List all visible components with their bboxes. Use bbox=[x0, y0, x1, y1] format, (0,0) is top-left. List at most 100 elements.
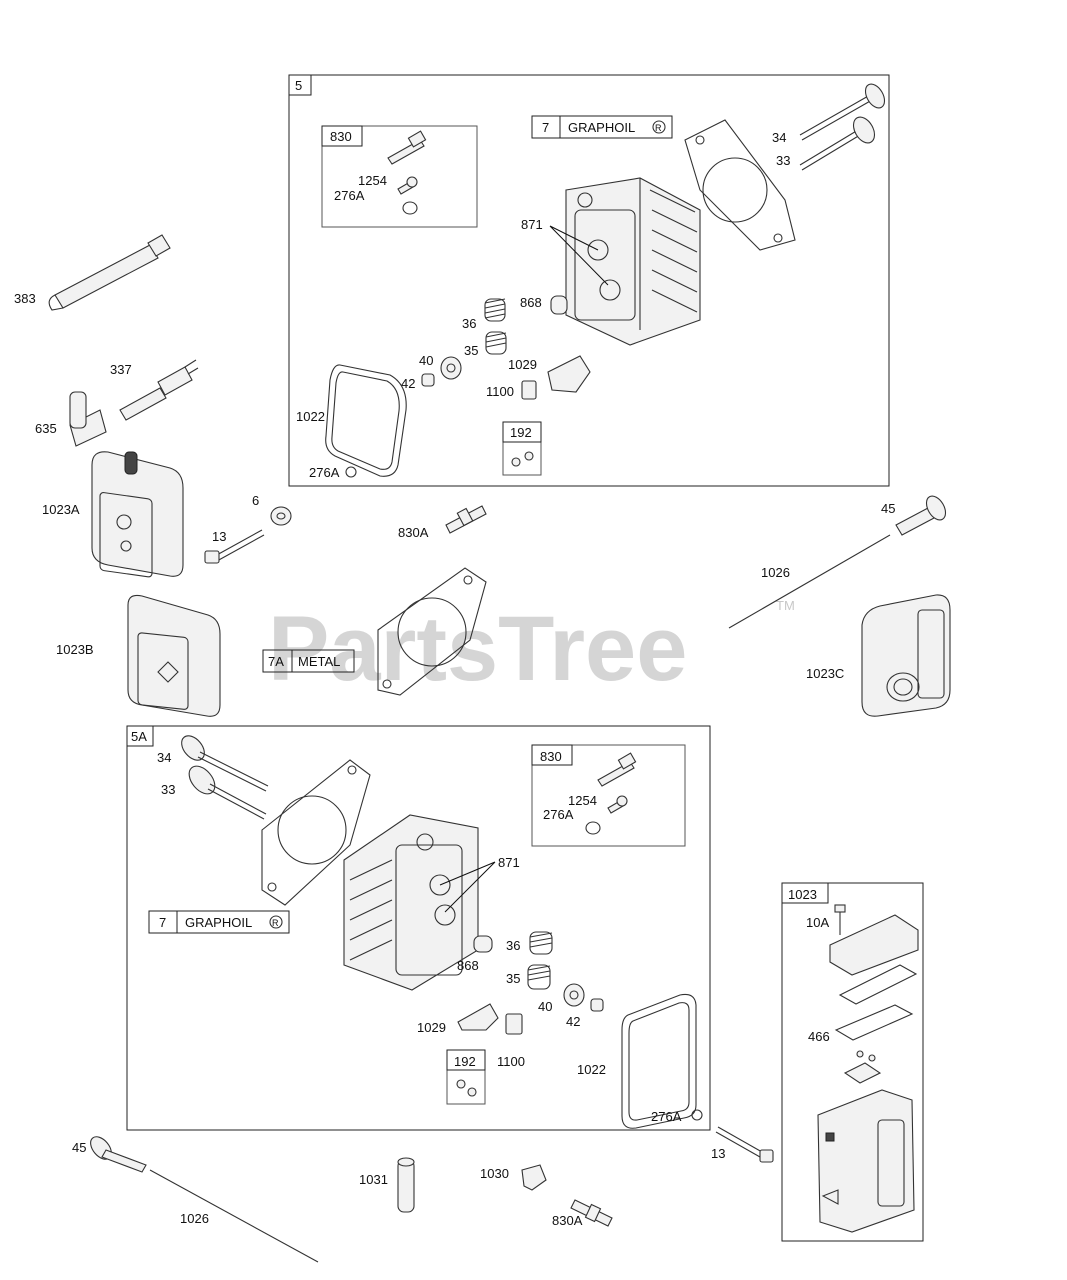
part-36-top-label: 36 bbox=[462, 316, 476, 331]
rocker-1029-top-icon bbox=[547, 355, 591, 393]
rocker-1029-bottom-icon bbox=[457, 1003, 499, 1031]
part-10a-label: 10A bbox=[806, 915, 829, 930]
part-6-label: 6 bbox=[252, 493, 259, 508]
part-383-label: 383 bbox=[14, 291, 36, 306]
spring-36-top-icon bbox=[484, 298, 506, 322]
washer-6-icon bbox=[270, 506, 292, 526]
retainer-42-bottom-icon bbox=[590, 998, 604, 1012]
pin-1031-icon bbox=[397, 1157, 415, 1213]
part-871-bot-label: 871 bbox=[498, 855, 520, 870]
retainer-42-top-icon bbox=[421, 373, 435, 387]
clip-1030-icon bbox=[521, 1164, 547, 1191]
svg-text:METAL: METAL bbox=[298, 654, 340, 669]
part-1023b-label: 1023B bbox=[56, 642, 94, 657]
part-276a-top-label: 276A bbox=[309, 465, 340, 480]
part-42-bot-label: 42 bbox=[566, 1014, 580, 1029]
valve-cover-1023c-icon bbox=[861, 594, 951, 717]
washer-276a-bottom-icon bbox=[691, 1109, 703, 1121]
pushrod-1026-mid-icon bbox=[728, 534, 891, 629]
part-830a-low-label: 830A bbox=[552, 1213, 583, 1228]
part-1100-top-label: 1100 bbox=[486, 384, 514, 399]
assembly-1023-box bbox=[781, 882, 924, 1242]
part-45-low-label: 45 bbox=[72, 1140, 86, 1155]
head-gasket-top-icon bbox=[684, 119, 796, 251]
part-35-bot-label: 35 bbox=[506, 971, 520, 986]
stud-830a-low-icon bbox=[570, 1199, 613, 1227]
part-1023a-label: 1023A bbox=[42, 502, 80, 517]
part-45-mid-label: 45 bbox=[881, 501, 895, 516]
spark-plug-337-icon bbox=[119, 359, 199, 421]
part-34-bot-label: 34 bbox=[157, 750, 171, 765]
part-868-top-label: 868 bbox=[520, 295, 542, 310]
spring-35-top-icon bbox=[485, 331, 507, 355]
washer-276a-top-icon bbox=[345, 466, 357, 478]
part-1030-label: 1030 bbox=[480, 1166, 509, 1181]
assembly-5-label: 5 bbox=[295, 78, 302, 93]
part-13-mid-label: 13 bbox=[212, 529, 226, 544]
part-635-label: 635 bbox=[35, 421, 57, 436]
assembly-5a-tag bbox=[126, 725, 154, 747]
spring-36-bottom-icon bbox=[529, 931, 553, 955]
valve-cover-1023-icon bbox=[817, 1089, 915, 1233]
svg-text:7: 7 bbox=[542, 120, 549, 135]
kit-192-top-tag bbox=[502, 421, 542, 443]
part-466-label: 466 bbox=[808, 1029, 830, 1044]
leader-871-bot bbox=[439, 861, 496, 913]
bolt-13-low-icon bbox=[715, 1126, 774, 1163]
part-830a-mid-label: 830A bbox=[398, 525, 429, 540]
guide-868-bottom-icon bbox=[473, 935, 493, 953]
watermark-trademark: TM bbox=[776, 598, 795, 613]
part-276a-kit-top-label: 276A bbox=[334, 188, 365, 203]
gasket-1022-top-icon bbox=[325, 364, 407, 477]
valve-33-top-icon bbox=[799, 116, 876, 171]
cylinder-head-top-icon bbox=[565, 177, 701, 346]
spring-35-bottom-icon bbox=[527, 964, 551, 990]
valve-34-top-icon bbox=[799, 83, 886, 141]
bolt-13-mid-icon bbox=[204, 529, 265, 564]
part-337-label: 337 bbox=[110, 362, 132, 377]
pin-1100-bottom-icon bbox=[505, 1013, 523, 1035]
svg-text:GRAPHOIL: GRAPHOIL bbox=[568, 120, 635, 135]
part-33-top-label: 33 bbox=[776, 153, 790, 168]
svg-text:R: R bbox=[272, 918, 279, 928]
kit-830-bottom-label: 830 bbox=[540, 749, 562, 764]
part-1023c-label: 1023C bbox=[806, 666, 844, 681]
valve-45-mid-icon bbox=[895, 495, 947, 536]
kit-830-top-tag bbox=[321, 125, 363, 147]
svg-text:R: R bbox=[655, 123, 662, 133]
assembly-5-tag bbox=[288, 74, 312, 96]
leader-871-top bbox=[549, 225, 609, 286]
kit-192-bottom-tag bbox=[446, 1049, 486, 1071]
kit-830-bottom-tag bbox=[531, 744, 573, 766]
tool-383-icon bbox=[48, 234, 171, 311]
screw-10a-icon bbox=[834, 904, 846, 935]
part-276a-kit-bot-label: 276A bbox=[543, 807, 574, 822]
part-871-top-label: 871 bbox=[521, 217, 543, 232]
graphoil-top-tag: 7 GRAPHOIL R bbox=[531, 115, 673, 139]
kit-830-top-label: 830 bbox=[330, 129, 352, 144]
part-868-bot-label: 868 bbox=[457, 958, 479, 973]
part-40-bot-label: 40 bbox=[538, 999, 552, 1014]
assembly-1023-label: 1023 bbox=[788, 887, 817, 902]
screws-466-icon bbox=[856, 1050, 876, 1062]
kit-830-bottom-box bbox=[531, 744, 686, 847]
part-1026-mid-label: 1026 bbox=[761, 565, 790, 580]
assembly-1023-tag bbox=[781, 882, 829, 904]
part-34-top-label: 34 bbox=[772, 130, 786, 145]
screw-1254-bottom-icon bbox=[607, 795, 628, 814]
breather-gasket-466-icon bbox=[834, 1004, 914, 1041]
stud-830-top-icon bbox=[387, 130, 427, 165]
gasket-1022-bottom-icon bbox=[621, 993, 697, 1129]
stud-830a-mid-icon bbox=[445, 505, 487, 534]
part-1254-top-label: 1254 bbox=[358, 173, 387, 188]
washer-276a-kit-bottom-icon bbox=[585, 821, 601, 835]
svg-text:7: 7 bbox=[159, 915, 166, 930]
part-1026-low-label: 1026 bbox=[180, 1211, 209, 1226]
cylinder-head-bottom-icon bbox=[343, 814, 479, 991]
part-1029-bot-label: 1029 bbox=[417, 1020, 446, 1035]
part-1254-bot-label: 1254 bbox=[568, 793, 597, 808]
part-36-bot-label: 36 bbox=[506, 938, 520, 953]
part-1031-label: 1031 bbox=[359, 1172, 388, 1187]
